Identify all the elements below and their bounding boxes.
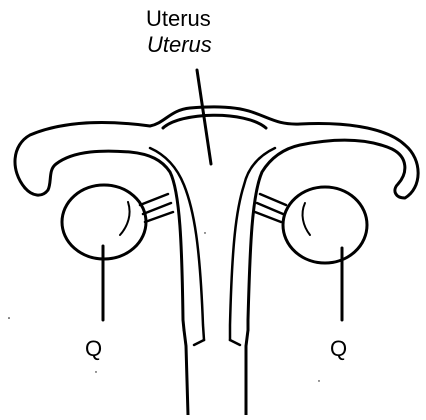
- cervix-inner-right: [230, 340, 240, 345]
- inner-uterine-canal-right: [230, 148, 275, 340]
- right-ovary: [283, 187, 367, 263]
- left-ovary-detail: [120, 202, 130, 235]
- cervix-left-wall: [184, 330, 188, 415]
- uterus-italic-label: Uterus: [147, 34, 212, 56]
- right-ovary-detail: [303, 203, 310, 235]
- scan-speck: [204, 232, 205, 233]
- scan-speck: [8, 317, 10, 319]
- outer-uterus-outline: [15, 107, 418, 330]
- right-ovarian-ligament: [255, 194, 286, 222]
- cervix-inner-left: [194, 340, 204, 345]
- inner-uterine-canal-left: [150, 148, 204, 340]
- uterus-label: Uterus: [146, 8, 211, 30]
- scan-speck: [318, 380, 319, 381]
- cervix-right-wall: [246, 330, 248, 415]
- uterus-fundus-dome: [163, 115, 266, 128]
- left-q-label: Q: [85, 338, 102, 360]
- scan-speck: [95, 371, 96, 372]
- right-q-label: Q: [330, 338, 347, 360]
